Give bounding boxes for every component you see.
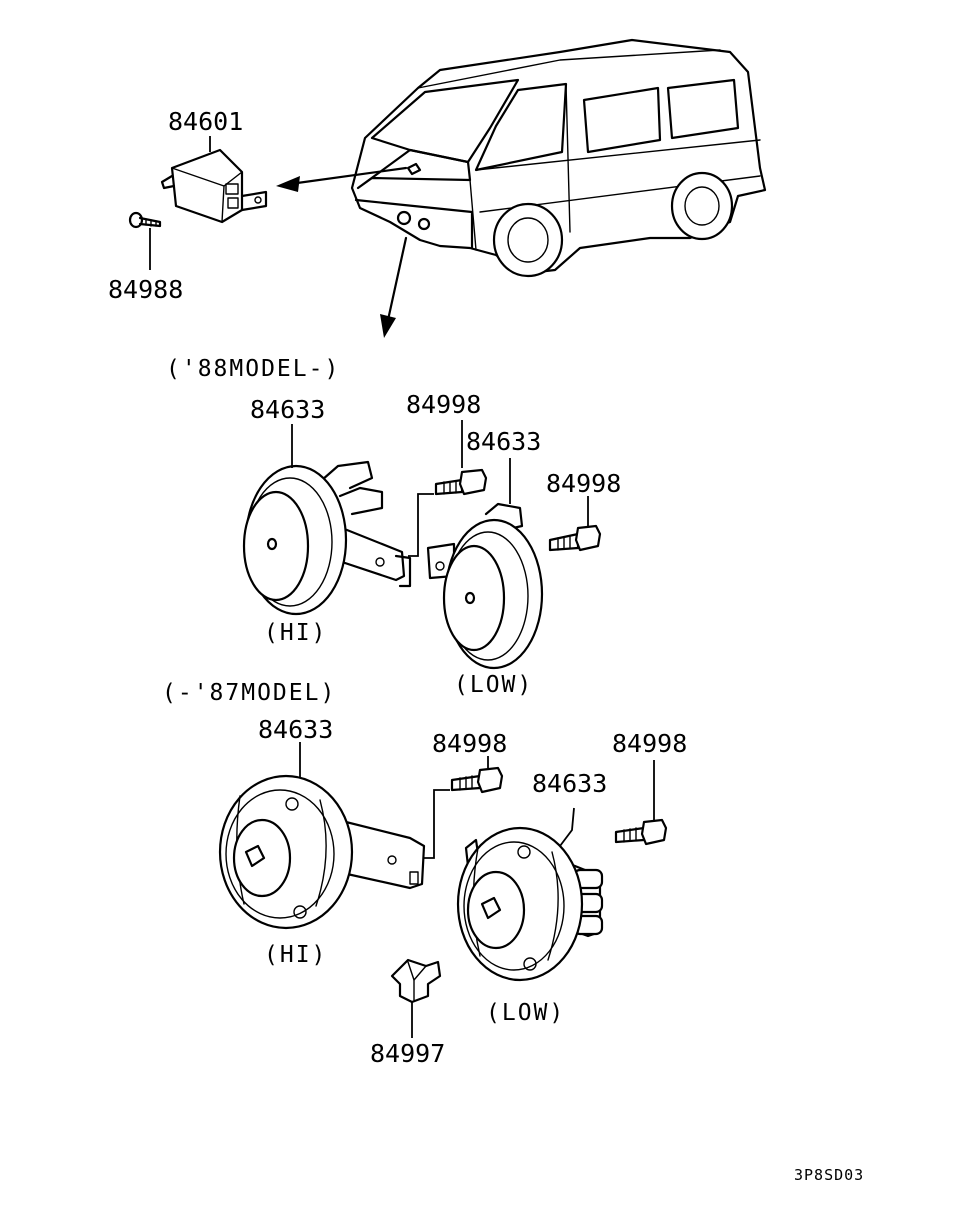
bolt-88-low-illustration <box>548 496 602 552</box>
part-label-bolt-88-hi: 84998 <box>406 390 481 419</box>
section-label-88-model: ('88MODEL-) <box>166 356 340 382</box>
part-label-horn-88-low: 84633 <box>466 427 541 456</box>
part-label-horn-88-hi: 84633 <box>250 395 325 424</box>
part-label-horn-87-low: 84633 <box>532 769 607 798</box>
part-label-relay: 84601 <box>168 107 243 136</box>
horn-87-low-illustration <box>456 807 604 982</box>
part-label-relay-screw: 84988 <box>108 275 183 304</box>
relay-screw-illustration <box>128 211 162 270</box>
part-label-bolt-88-low: 84998 <box>546 469 621 498</box>
van-illustration <box>350 38 767 278</box>
part-label-bolt-87-hi: 84998 <box>432 729 507 758</box>
bolt-87-hi-illustration <box>424 756 504 859</box>
label-88-low: (LOW) <box>454 672 533 698</box>
relay-illustration <box>160 136 268 224</box>
label-87-hi: (HI) <box>264 942 327 968</box>
horn-88-hi-illustration <box>242 424 412 616</box>
bolt-88-hi-illustration <box>408 420 488 557</box>
label-88-hi: (HI) <box>264 620 327 646</box>
diagram-code: 3P8SD03 <box>794 1166 864 1184</box>
part-label-horn-87-hi: 84633 <box>258 715 333 744</box>
part-label-clip-87: 84997 <box>370 1039 445 1068</box>
part-label-bolt-87-low: 84998 <box>612 729 687 758</box>
clip-87-illustration <box>390 958 442 1038</box>
section-label-87-model: (-'87MODEL) <box>162 680 336 706</box>
horn-88-low-illustration <box>426 458 544 670</box>
bolt-87-low-illustration <box>614 760 668 846</box>
pointer-arrows <box>276 166 408 338</box>
label-87-low: (LOW) <box>486 1000 565 1026</box>
horn-87-hi-illustration <box>218 742 426 930</box>
